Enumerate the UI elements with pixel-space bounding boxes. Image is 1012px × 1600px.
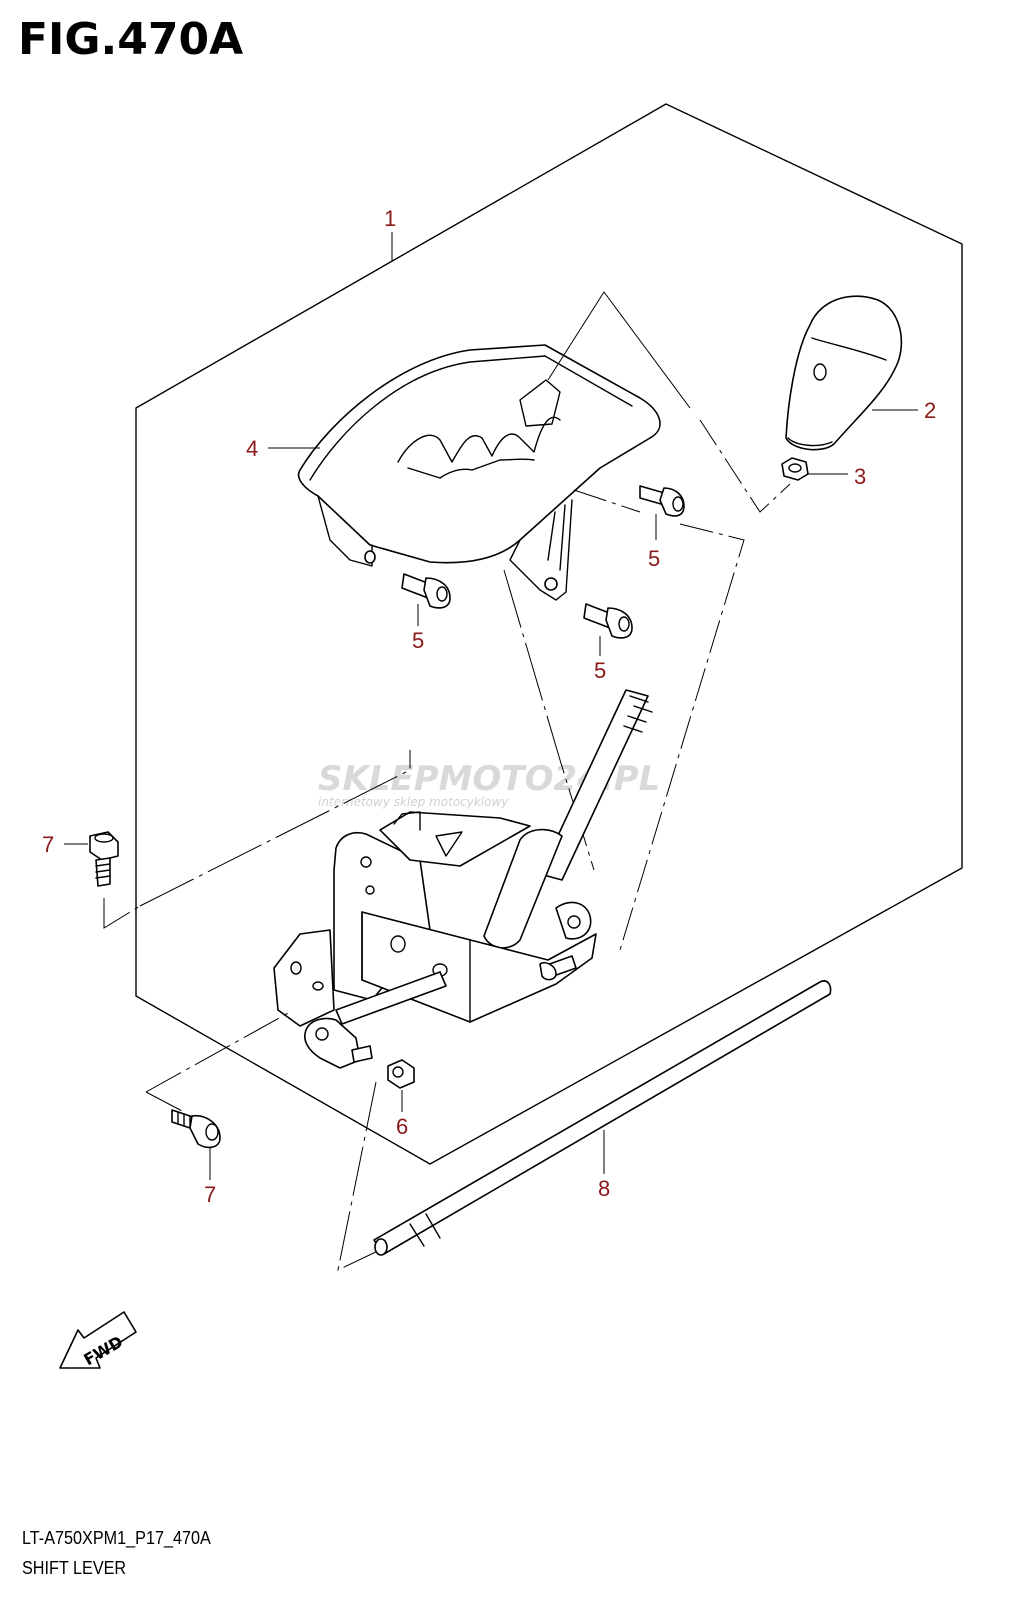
guide-line-lever	[573, 489, 745, 951]
callout-4: 4	[246, 436, 258, 461]
shift-gate-cover	[297, 344, 661, 601]
guide-line-knob-top	[547, 291, 691, 409]
callout-7-lower: 7	[204, 1182, 216, 1207]
callout-8: 8	[598, 1176, 610, 1201]
callout-6: 6	[396, 1114, 408, 1139]
callout-5-lower: 5	[594, 658, 606, 683]
watermark-tagline: internetowy sklep motocyklowy	[318, 795, 509, 809]
bolt-7-upper	[89, 831, 119, 887]
knob-nut	[781, 457, 809, 481]
shift-knob	[785, 295, 903, 451]
bolt-5-lower	[583, 603, 633, 639]
callout-3: 3	[854, 464, 866, 489]
assembly-outline	[135, 103, 963, 1165]
callout-1: 1	[384, 206, 396, 231]
callout-5-upper: 5	[648, 546, 660, 571]
shift-rod	[373, 980, 832, 1256]
guide-line-nut-6	[337, 1081, 381, 1271]
guide-line-bolt-7-lower	[145, 1011, 291, 1113]
guide-line-knob	[699, 419, 791, 513]
callout-2: 2	[924, 398, 936, 423]
fwd-arrow-icon: FWD	[59, 1311, 137, 1369]
shift-lever-bracket	[273, 689, 653, 1069]
bolt-5-upper	[639, 485, 685, 517]
nut-6	[387, 1059, 415, 1089]
bolt-5-left	[401, 573, 451, 609]
callout-7-upper: 7	[42, 832, 54, 857]
diagram-code: LT-A750XPM1_P17_470A	[22, 1528, 211, 1548]
bolt-7-lower	[171, 1109, 221, 1149]
figure-title: FIG.470A	[18, 14, 244, 65]
diagram-name: SHIFT LEVER	[22, 1558, 127, 1578]
guide-line-bolt-7-upper	[103, 750, 411, 929]
callout-5-left: 5	[412, 628, 424, 653]
